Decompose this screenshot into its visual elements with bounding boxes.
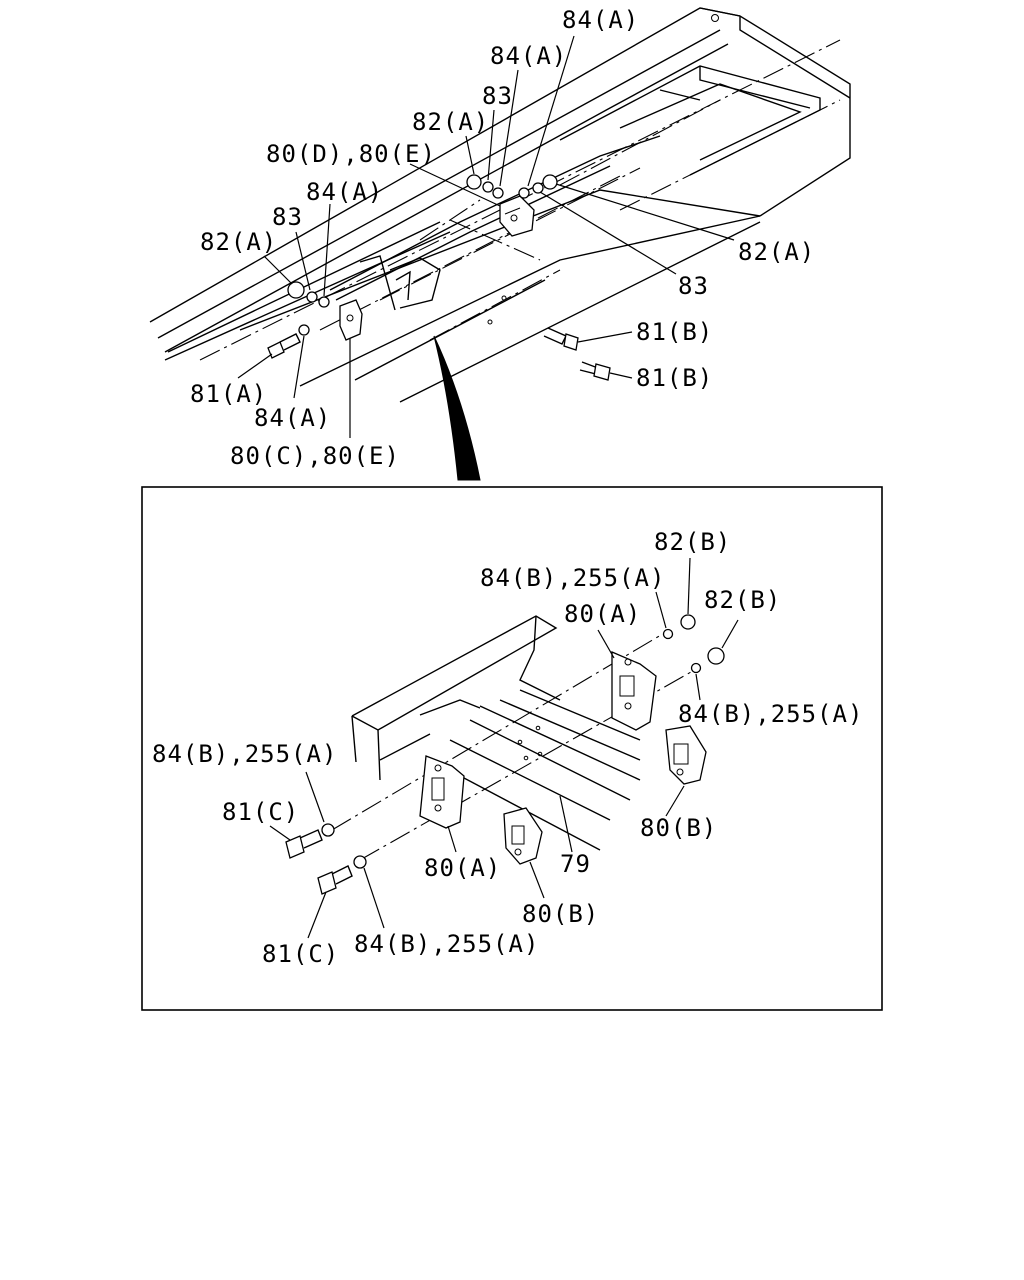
detail-labels: 82(B) 84(B),255(A) 80(A) 82(B) 84(B),255…: [152, 528, 863, 968]
label-80b-1: 80(B): [640, 814, 717, 842]
label-84a-3: 84(A): [306, 178, 383, 206]
bracket-80b-bottom: [503, 807, 543, 865]
washer-84b-2: [690, 662, 702, 674]
washer-84b-1: [662, 628, 674, 640]
label-82a-2: 82(A): [200, 228, 277, 256]
bolt-81b-1: [543, 327, 579, 351]
label-79: 79: [560, 850, 591, 878]
label-82b-1: 82(B): [654, 528, 731, 556]
label-83-1: 83: [482, 82, 513, 110]
washer-83-1: [482, 181, 494, 193]
detail-frame: [141, 486, 883, 1011]
label-83-3: 83: [678, 272, 709, 300]
nut-82b-1: [680, 614, 696, 630]
label-81c-2: 81(C): [262, 940, 339, 968]
washer-83-3: [306, 291, 318, 303]
nut-82a-3: [287, 281, 305, 299]
label-84b-255a-2: 84(B),255(A): [678, 700, 863, 728]
washer-84b-3: [321, 823, 335, 837]
detail-callout-arrow: [433, 335, 481, 481]
washer-84a-2: [518, 187, 530, 199]
nut-82b-2: [707, 647, 725, 665]
bracket-80a-upper: [611, 651, 657, 731]
top-hardware: [267, 174, 611, 381]
nut-82a-1: [466, 174, 482, 190]
label-80c-80e: 80(C),80(E): [230, 442, 400, 470]
top-labels: 84(A) 84(A) 83 82(A) 80(D),80(E) 84(A) 8…: [190, 6, 815, 470]
label-83-2: 83: [272, 203, 303, 231]
detail-leader-lines: [269, 557, 739, 939]
label-84a-1: 84(A): [562, 6, 639, 34]
bracket-80d: [499, 195, 535, 237]
label-82a-3: 82(A): [738, 238, 815, 266]
washer-84a-4: [298, 324, 310, 336]
bracket-80b-right: [665, 725, 707, 785]
washer-83-2: [532, 182, 544, 194]
bolt-81b-2: [579, 361, 611, 381]
label-84a-4: 84(A): [254, 404, 331, 432]
label-81c-1: 81(C): [222, 798, 299, 826]
bolt-81c-2: [317, 865, 353, 895]
detail-hardware: [285, 614, 725, 895]
label-84a-2: 84(A): [490, 42, 567, 70]
top-leader-lines: [237, 35, 735, 481]
label-82a-1: 82(A): [412, 108, 489, 136]
label-84b-255a-4: 84(B),255(A): [354, 930, 539, 958]
label-80d-80e: 80(D),80(E): [266, 140, 436, 168]
label-80a-1: 80(A): [564, 600, 641, 628]
label-84b-255a-1: 84(B),255(A): [480, 564, 665, 592]
label-81a: 81(A): [190, 380, 267, 408]
label-81b-2: 81(B): [636, 364, 713, 392]
label-81b-1: 81(B): [636, 318, 713, 346]
bracket-80c: [339, 299, 363, 341]
bracket-80a-lower: [419, 755, 465, 829]
bolt-81c-1: [285, 829, 323, 859]
label-80b-2: 80(B): [522, 900, 599, 928]
washer-84a-3: [318, 296, 330, 308]
bolt-81a: [267, 333, 301, 359]
label-80a-2: 80(A): [424, 854, 501, 882]
nut-82a-2: [542, 174, 558, 190]
label-82b-2: 82(B): [704, 586, 781, 614]
washer-84b-4: [353, 855, 367, 869]
washer-84a-1: [492, 187, 504, 199]
label-84b-255a-3: 84(B),255(A): [152, 740, 337, 768]
